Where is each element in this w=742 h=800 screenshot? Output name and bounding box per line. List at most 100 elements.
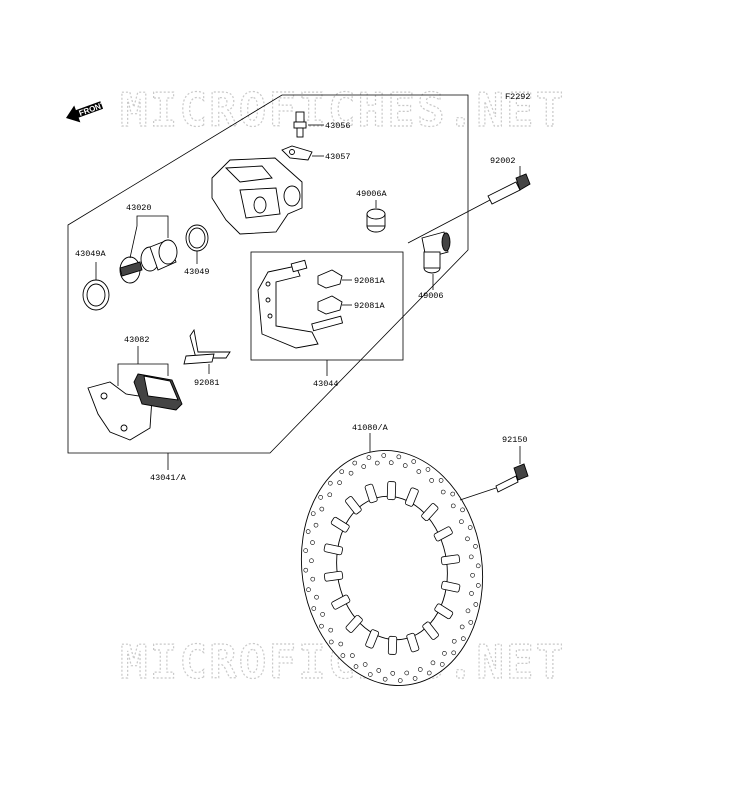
disc-hole [318, 495, 323, 500]
disc-hole [417, 667, 423, 672]
disc-slot [406, 632, 420, 653]
disc-hole [303, 548, 308, 553]
disc-hole [390, 671, 396, 676]
disc-hole [438, 478, 444, 483]
disc-slot [404, 487, 419, 507]
disc-hole [467, 525, 473, 530]
clip-92081a-top-part [317, 269, 343, 289]
disc-hole [416, 469, 422, 474]
front-label: FRONT [78, 100, 107, 118]
disc-hole [305, 529, 311, 534]
disc-hole [309, 558, 314, 564]
disc-hole [440, 489, 446, 495]
disc-hole [320, 612, 325, 617]
disc-hole [476, 583, 481, 588]
label-92081a-1: 92081A [354, 276, 386, 286]
disc-hole [310, 511, 316, 516]
bleed-cap-part [281, 145, 313, 161]
disc-hole [451, 650, 457, 656]
disc-hole [459, 519, 464, 524]
disc-hole [404, 670, 410, 676]
disc-hole [470, 572, 475, 578]
disc-hole [397, 678, 403, 683]
disc-hole [338, 641, 344, 647]
disc-hole [396, 454, 402, 460]
disc-hole [459, 624, 465, 630]
disc-hole [337, 480, 342, 485]
disc-slot [433, 526, 453, 542]
disc-hole [439, 662, 445, 667]
disc-hole [303, 567, 309, 573]
disc-hole [361, 464, 367, 469]
bolt-92150-part [495, 463, 529, 493]
diagram-code: F2292 [505, 92, 531, 102]
disc-hole [382, 676, 388, 682]
disc-hole [306, 587, 311, 592]
disc-slot [345, 614, 363, 633]
disc-hole [475, 563, 481, 569]
disc-hole [460, 507, 465, 513]
disc-hole [426, 670, 432, 676]
disc-slot [364, 483, 378, 504]
disc-hole [376, 668, 382, 673]
disc-hole [442, 651, 447, 656]
label-43049a: 43049A [75, 249, 107, 259]
brake-disc-part [300, 450, 484, 686]
label-43020: 43020 [126, 203, 152, 213]
label-92002: 92002 [490, 156, 516, 166]
disc-hole [362, 662, 368, 667]
disc-hole [411, 459, 417, 464]
label-92081a-2: 92081A [354, 301, 386, 311]
seal-43049a-part [82, 279, 110, 311]
piston-43020-part [119, 239, 178, 284]
clip-92081a-bottom-part [317, 295, 343, 315]
disc-slot [323, 543, 344, 556]
disc-hole [353, 664, 359, 669]
disc-hole [388, 460, 394, 465]
label-43082: 43082 [124, 335, 150, 345]
disc-hole [473, 602, 479, 607]
label-49006a: 49006A [356, 189, 388, 199]
caliper-body [211, 157, 303, 235]
label-43056: 43056 [325, 121, 351, 131]
disc-hole [402, 463, 408, 468]
boot-49006a-part [366, 208, 386, 233]
disc-hole [328, 639, 334, 645]
caliper-bracket-part [257, 259, 344, 349]
watermark-top: MICROFICHES.NET [120, 83, 565, 137]
label-92081: 92081 [194, 378, 220, 388]
label-43049: 43049 [184, 267, 210, 277]
pin-49006-part [421, 231, 451, 274]
disc-hole [461, 636, 466, 641]
pad-spring-92081-part [183, 328, 231, 365]
disc-slot [440, 580, 461, 593]
disc-hole [319, 623, 324, 629]
disc-hole [465, 536, 470, 542]
disc-hole [468, 554, 474, 560]
disc-slot [331, 594, 351, 610]
disc-hole [314, 594, 319, 600]
disc-slot [387, 635, 398, 655]
bleed-valve-part [293, 111, 307, 138]
disc-slot [330, 516, 350, 533]
disc-hole [311, 606, 317, 611]
label-43041a: 43041/A [150, 473, 187, 483]
disc-hole [425, 467, 431, 472]
label-43044: 43044 [313, 379, 339, 389]
disc-hole [350, 653, 355, 658]
disc-slot [421, 503, 439, 522]
disc-slot [323, 570, 344, 582]
disc-hole [339, 469, 345, 474]
label-49006: 49006 [418, 291, 444, 301]
disc-hole [340, 653, 346, 658]
disc-hole [465, 608, 471, 614]
disc-hole [450, 503, 456, 509]
disc-hole [429, 478, 434, 483]
label-41080a: 41080/A [352, 423, 389, 433]
front-arrow-icon: FRONT [66, 100, 107, 123]
disc-hole [412, 676, 418, 681]
brake-pad-set-part [87, 373, 183, 441]
disc-hole [430, 660, 436, 666]
bolt-92002-part [487, 173, 531, 205]
disc-hole [469, 591, 474, 596]
